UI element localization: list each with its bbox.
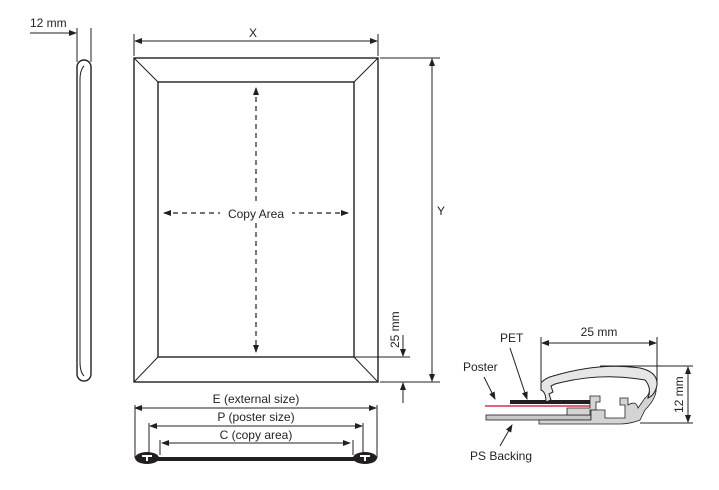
frame-profile: [76, 59, 92, 382]
height-dimension: Y: [380, 57, 445, 383]
side-profile: 12 mm: [30, 16, 92, 382]
size-dimensions: E (external size) P (poster size) C (cop…: [134, 392, 378, 464]
section-width-label: 25 mm: [581, 325, 618, 339]
ps-backing-layer: [485, 414, 592, 421]
external-size-label: E (external size): [213, 392, 300, 406]
border-dimension: 25 mm: [354, 311, 410, 403]
frame-front: Copy Area: [133, 57, 379, 383]
pet-layer: [510, 400, 590, 404]
pet-label: PET: [500, 331, 524, 345]
snap-cover: [540, 365, 658, 403]
copy-size-label: C (copy area): [220, 428, 293, 442]
width-dimension: X: [133, 26, 379, 56]
width-label: X: [249, 26, 257, 40]
poster-size-label: P (poster size): [217, 410, 294, 424]
depth-label: 12 mm: [30, 16, 67, 30]
section-height-label: 12 mm: [672, 376, 686, 413]
ps-backing-label: PS Backing: [470, 449, 532, 463]
poster-label: Poster: [463, 360, 498, 374]
frame-bottom-profile: [148, 457, 364, 461]
copy-area-label: Copy Area: [228, 207, 284, 221]
cross-section: PET Poster PS Backing 25 mm 12 mm: [463, 325, 693, 463]
height-label: Y: [437, 204, 445, 218]
border-label: 25 mm: [388, 311, 402, 348]
